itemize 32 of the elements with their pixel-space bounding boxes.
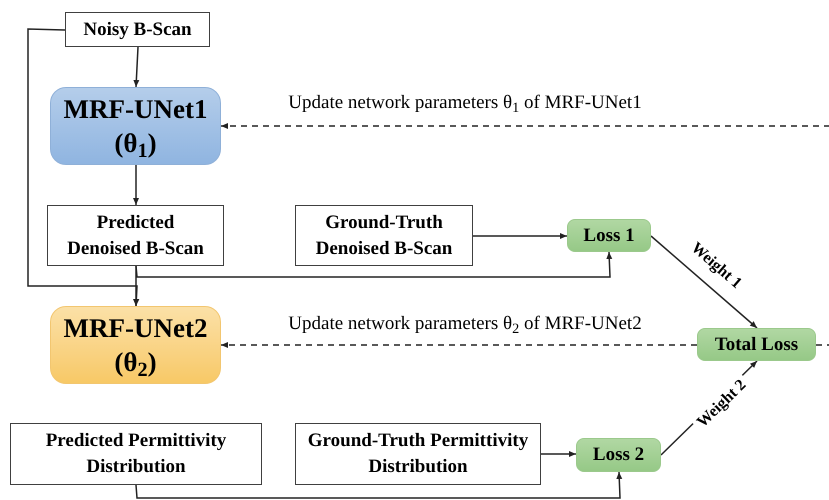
box-title: Ground-Truth Permittivity Distribution	[306, 429, 530, 479]
network-name: MRF-UNet2	[64, 312, 208, 345]
data-box	[65, 12, 210, 47]
loss-box	[576, 438, 661, 472]
arrow	[135, 252, 612, 278]
data-box	[295, 205, 473, 266]
arrow	[133, 46, 140, 88]
box-title: Total Loss	[714, 332, 798, 356]
loss-box	[697, 328, 816, 361]
arrow	[133, 165, 139, 205]
parameter-symbol: (θ$_{1}$)	[114, 127, 157, 160]
parameter-symbol: (θ$_{2}$)	[114, 346, 157, 379]
box-title: Noisy B-Scan	[83, 18, 192, 42]
arrow	[650, 235, 758, 329]
box-title: Loss 1	[583, 224, 635, 248]
network-box	[50, 87, 221, 165]
box-title: Predicted Denoised B-Scan	[66, 210, 205, 260]
data-box	[10, 423, 262, 485]
box-title: Ground-Truth Denoised B-Scan	[314, 210, 454, 260]
box-title: Predicted Permittivity Distribution	[44, 429, 228, 479]
network-name: MRF-UNet1	[64, 93, 208, 126]
data-box	[295, 423, 541, 485]
arrow	[135, 472, 622, 499]
arrow	[27, 28, 140, 306]
box-title: Loss 2	[592, 443, 644, 467]
network-box	[50, 306, 221, 384]
arrow	[541, 451, 576, 457]
loss-box	[567, 219, 651, 252]
arrow	[473, 233, 567, 239]
dashed-arrow	[221, 123, 829, 346]
data-box	[47, 205, 224, 266]
dashed-arrow	[221, 342, 697, 348]
